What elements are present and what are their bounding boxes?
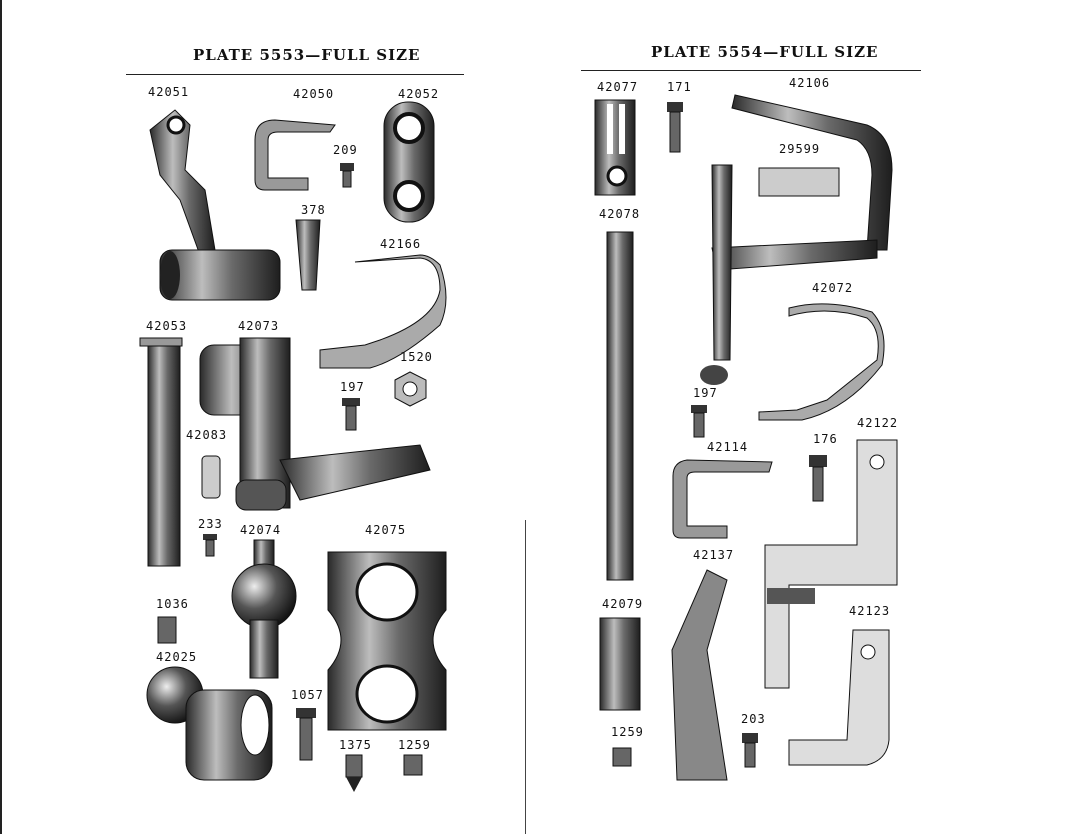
part-42050-drawing	[254, 119, 336, 191]
part-42075-drawing	[327, 551, 447, 731]
part-42073-drawing	[199, 337, 431, 511]
part-42053-drawing	[139, 337, 183, 567]
part-label: 42083	[186, 428, 228, 442]
part-203-drawing	[742, 733, 758, 768]
part-1520-drawing	[394, 371, 427, 407]
page-edge	[0, 0, 2, 834]
plate-5554-illustrations	[594, 94, 898, 781]
part-176-drawing	[809, 455, 827, 502]
part-label: 42072	[812, 281, 854, 295]
part-42166-drawing	[319, 254, 447, 369]
part-42025-drawing	[146, 666, 273, 781]
part-42072-drawing	[758, 303, 885, 421]
plate-title: PLATE 5553—FULL SIZE	[193, 46, 421, 64]
part-42079-drawing	[599, 617, 641, 711]
part-1036-drawing	[157, 616, 177, 644]
part-label: 1259	[611, 725, 644, 739]
part-label: 42079	[602, 597, 644, 611]
part-42074-drawing	[231, 539, 297, 679]
part-label: 42073	[238, 319, 280, 333]
part-378-drawing	[295, 219, 321, 291]
part-label: 42050	[293, 87, 335, 101]
part-197-drawing	[691, 405, 707, 438]
part-42137-drawing	[671, 569, 728, 781]
title-rule	[126, 74, 464, 75]
title-rule	[581, 70, 921, 71]
part-label: 29599	[779, 142, 821, 156]
part-label: 1036	[156, 597, 189, 611]
part-label: 42166	[380, 237, 422, 251]
part-label: 42122	[857, 416, 899, 430]
part-label: 197	[693, 386, 718, 400]
plate-5554-page: PLATE 5554—FULL SIZE	[527, 0, 1080, 834]
part-42052-drawing	[383, 101, 435, 223]
part-label: 1375	[339, 738, 372, 752]
part-209-drawing	[340, 163, 354, 188]
part-171-drawing	[667, 102, 683, 153]
part-label: 42051	[148, 85, 190, 99]
gutter-line	[525, 520, 526, 834]
part-42051-drawing	[149, 109, 281, 301]
part-197-drawing	[342, 398, 360, 431]
part-label: 209	[333, 143, 358, 157]
part-label: 42106	[789, 76, 831, 90]
part-label: 203	[741, 712, 766, 726]
part-label: 42078	[599, 207, 641, 221]
part-label: 1057	[291, 688, 324, 702]
part-1259-drawing	[403, 754, 423, 776]
part-label: 171	[667, 80, 692, 94]
part-label: 1259	[398, 738, 431, 752]
part-42078-drawing	[606, 231, 634, 581]
part-label: 42074	[240, 523, 282, 537]
part-label: 197	[340, 380, 365, 394]
part-label: 1520	[400, 350, 433, 364]
part-42122-drawing	[764, 439, 898, 689]
part-label: 42077	[597, 80, 639, 94]
part-42114-drawing	[672, 459, 773, 539]
part-label: 42123	[849, 604, 891, 618]
part-label: 42114	[707, 440, 749, 454]
part-42123-drawing	[788, 629, 890, 766]
plate-5553-illustrations	[139, 101, 447, 792]
part-1259-drawing	[612, 747, 632, 767]
part-42083-drawing	[201, 455, 221, 499]
plate-5553-page: PLATE 5553—FULL SIZE	[0, 0, 525, 834]
part-1057-drawing	[296, 708, 316, 761]
part-233-drawing	[203, 534, 217, 557]
part-label: 378	[301, 203, 326, 217]
part-label: 42137	[693, 548, 735, 562]
plate-title: PLATE 5554—FULL SIZE	[651, 43, 879, 61]
part-label: 42025	[156, 650, 198, 664]
part-1375-drawing	[345, 754, 363, 792]
part-label: 42053	[146, 319, 188, 333]
part-label: 233	[198, 517, 223, 531]
part-29599-drawing	[758, 167, 840, 197]
part-42077-drawing	[594, 99, 636, 196]
part-label: 42075	[365, 523, 407, 537]
part-label: 42052	[398, 87, 440, 101]
part-label: 176	[813, 432, 838, 446]
